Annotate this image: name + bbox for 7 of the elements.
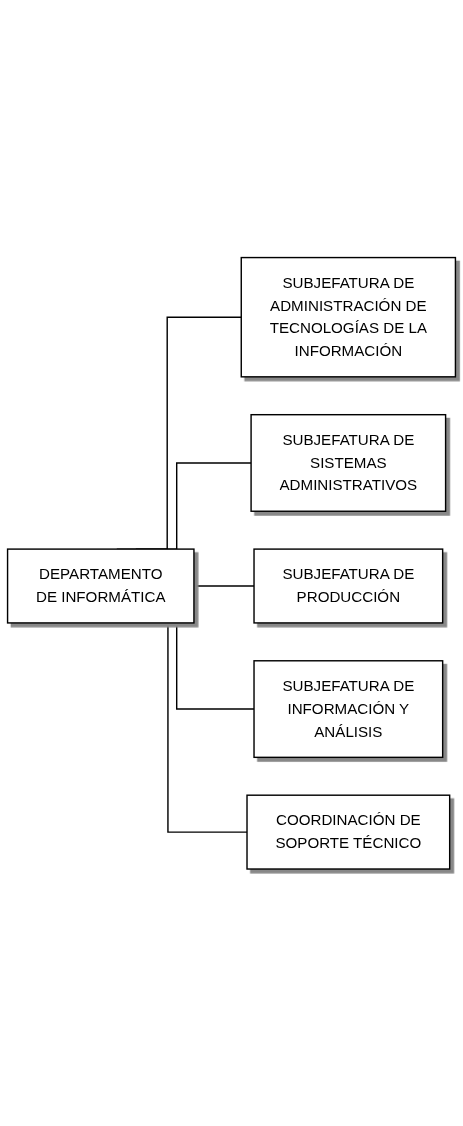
node-box: COORDINACIÓN DE SOPORTE TÉCNICO <box>246 794 451 870</box>
connector <box>193 585 255 587</box>
node-box: SUBJEFATURA DE SISTEMAS ADMINISTRATIVOS <box>250 413 447 512</box>
node-box: SUBJEFATURA DE INFORMACIÓN Y ANÁLISIS <box>253 659 444 758</box>
node-box: SUBJEFATURA DE PRODUCCIÓN <box>253 548 444 624</box>
node-box: DEPARTAMENTO DE INFORMÁTICA <box>6 548 195 624</box>
node-box: SUBJEFATURA DE ADMINISTRACIÓN DE TECNOLOGÍAS DE LA INFORMACIÓN <box>240 256 457 378</box>
